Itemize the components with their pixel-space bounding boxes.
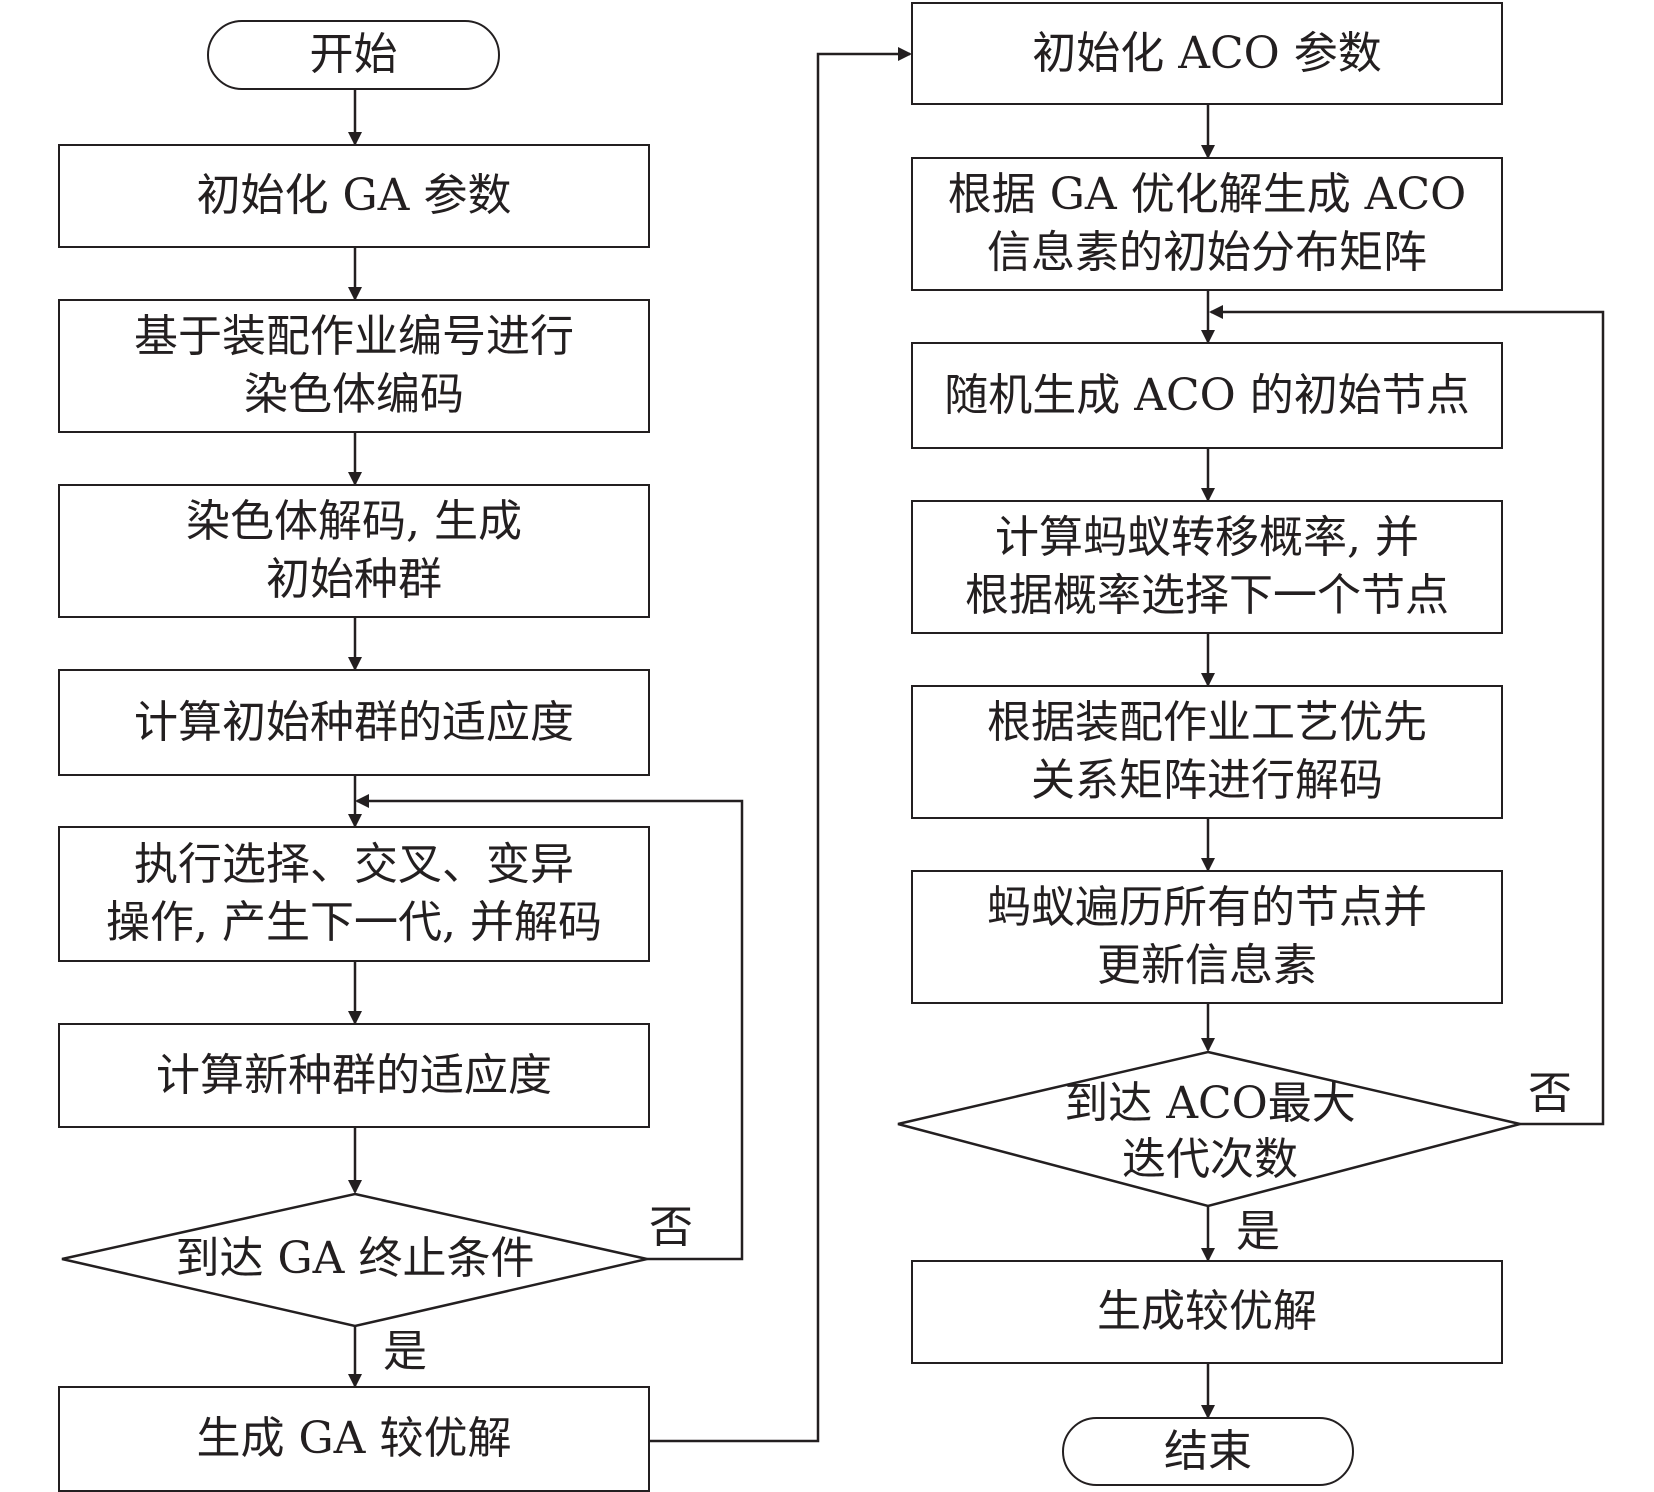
- end-terminal: 结束: [1062, 1417, 1354, 1486]
- aco-no-label: 否: [1528, 1068, 1572, 1119]
- aco-max-iter-label: 到达 ACO最大 迭代次数: [1064, 1078, 1356, 1185]
- ga-termination-label: 到达 GA 终止条件: [175, 1233, 535, 1284]
- ga-no-label: 否: [649, 1202, 693, 1253]
- init-aco-params: 初始化 ACO 参数: [911, 2, 1503, 105]
- ga-yes-label: 是: [383, 1326, 427, 1377]
- pheromone-initial-matrix: 根据 GA 优化解生成 ACO 信息素的初始分布矩阵: [911, 157, 1503, 291]
- priority-matrix-decode: 根据装配作业工艺优先 关系矩阵进行解码: [911, 685, 1503, 819]
- arrow-ga-to-aco: [648, 47, 912, 1443]
- decision-aco-max-iter: [897, 1050, 1521, 1208]
- transition-probability: 计算蚂蚁转移概率, 并 根据概率选择下一个节点: [911, 500, 1503, 634]
- compute-initial-fitness: 计算初始种群的适应度: [58, 669, 650, 776]
- decision-ga-termination: [61, 1192, 648, 1328]
- traverse-update-pheromone: 蚂蚁遍历所有的节点并 更新信息素: [911, 870, 1503, 1004]
- ga-result: 生成 GA 较优解: [58, 1386, 650, 1492]
- compute-new-fitness: 计算新种群的适应度: [58, 1023, 650, 1128]
- chromosome-encode: 基于装配作业编号进行 染色体编码: [58, 299, 650, 433]
- arrow-aco-no-loop: [1209, 305, 1605, 1126]
- decode-initial-population: 染色体解码, 生成 初始种群: [58, 484, 650, 618]
- init-ga-params: 初始化 GA 参数: [58, 144, 650, 248]
- random-initial-node: 随机生成 ACO 的初始节点: [911, 342, 1503, 449]
- start-terminal: 开始: [207, 20, 500, 90]
- aco-yes-label: 是: [1236, 1206, 1280, 1257]
- arrow-ga-no-loop: [355, 794, 744, 1261]
- final-result: 生成较优解: [911, 1260, 1503, 1364]
- genetic-operators: 执行选择、交叉、变异 操作, 产生下一代, 并解码: [58, 826, 650, 962]
